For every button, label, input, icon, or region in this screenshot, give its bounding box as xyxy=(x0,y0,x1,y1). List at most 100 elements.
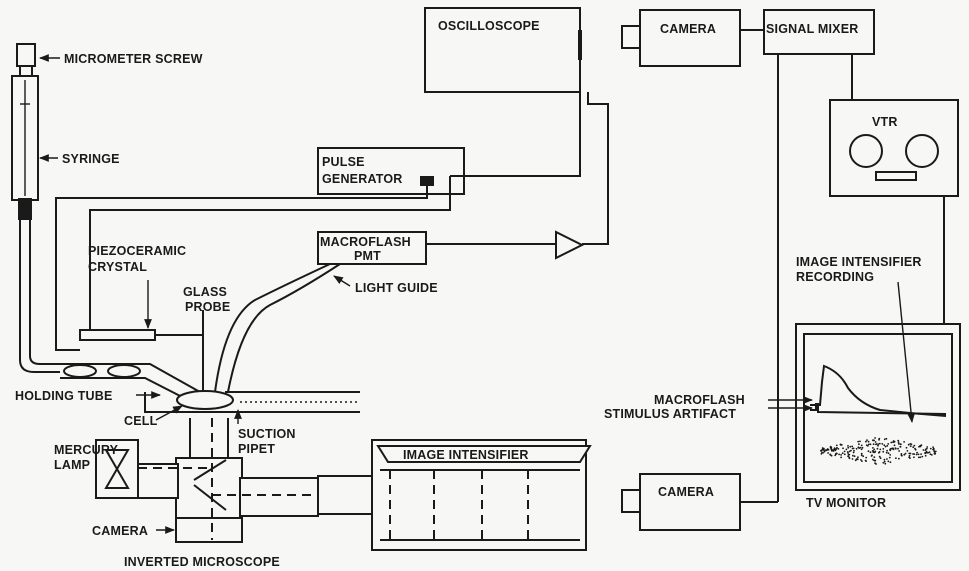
microscope-side-arm xyxy=(239,477,319,517)
speckle-dot xyxy=(820,449,822,452)
speckle-dot xyxy=(827,452,829,454)
speckle-dot xyxy=(860,448,863,451)
speckle-dot xyxy=(907,443,910,446)
speckle-dot xyxy=(917,453,920,456)
cell-label: CELL xyxy=(124,414,158,428)
stimulus-artifact-label: STIMULUS ARTIFACT xyxy=(604,407,736,421)
speckle-dot xyxy=(872,443,875,446)
speckle-dot xyxy=(888,456,891,459)
camera-bottom-label: CAMERA xyxy=(658,485,714,499)
cable-pulse-to-scope xyxy=(450,85,581,177)
speckle-dot xyxy=(852,451,855,454)
speckle-dot xyxy=(848,457,851,460)
speckle-dot xyxy=(897,441,900,443)
speckle-dot xyxy=(899,446,902,448)
speckle-dot xyxy=(841,452,844,455)
speckle-dot xyxy=(914,447,916,450)
tv-monitor-group: TV MONITOR IMAGE INTENSIFIER RECORDING M… xyxy=(604,255,961,510)
speckle-dot xyxy=(890,441,893,444)
speckle-dot xyxy=(909,445,912,448)
camera-top-label: CAMERA xyxy=(660,22,716,36)
holding-tube-lower xyxy=(60,377,189,401)
macroflash-trace xyxy=(810,364,947,417)
speckle-dot xyxy=(883,438,886,441)
image-intensifier-label: IMAGE INTENSIFIER xyxy=(403,448,529,462)
speckle-dot xyxy=(867,443,870,446)
speckle-dot xyxy=(853,455,856,458)
speckle-dot xyxy=(861,460,863,462)
glass-probe-label-1: GLASS xyxy=(183,285,227,299)
speckle-dot xyxy=(882,461,885,464)
pulse-generator-label-2: GENERATOR xyxy=(322,172,403,186)
speckle-dot xyxy=(878,442,881,445)
macroflash-pmt-box xyxy=(317,231,427,265)
speckle-dot xyxy=(916,451,918,454)
speckle-dot xyxy=(843,453,846,456)
speckle-dot xyxy=(838,453,840,456)
speckle-dot xyxy=(893,444,896,447)
speckle-dot xyxy=(918,445,920,448)
speckle-dot xyxy=(874,437,876,439)
speckle-dot xyxy=(894,447,897,450)
intensifier-input-lens xyxy=(317,475,373,515)
signal-mixer-box xyxy=(763,9,875,55)
speckle-dot xyxy=(875,463,877,465)
speckle-dot xyxy=(906,450,909,452)
pulse-connector xyxy=(420,176,434,186)
piezoceramic-crystal xyxy=(79,329,156,341)
holding-tube-lens-2 xyxy=(107,364,141,378)
speckle-dot xyxy=(835,452,838,455)
image-intensifier-group: IMAGE INTENSIFIER xyxy=(317,439,592,551)
speckle-dot xyxy=(934,452,937,455)
speckle-dot xyxy=(924,454,927,457)
inverted-microscope-group: MERCURY LAMP CAMERA INVERTED MICROSCOPE xyxy=(54,418,372,569)
speckle-dot xyxy=(872,451,875,454)
mercury-lamp-bulb xyxy=(104,449,130,489)
speckle-dot xyxy=(910,443,913,446)
speckle-dot xyxy=(857,456,859,459)
speckle-dot xyxy=(860,452,863,455)
speckle-dot xyxy=(887,452,890,455)
holding-tube-lens-1 xyxy=(63,364,97,378)
vtr-label: VTR xyxy=(872,115,898,129)
speckle-dot xyxy=(865,456,868,459)
speckle-dot xyxy=(929,453,932,456)
speckle-dot xyxy=(855,447,858,450)
speckle-dot xyxy=(919,444,922,447)
intensifier-top-bevel xyxy=(376,445,592,463)
speckle-dot xyxy=(889,461,892,464)
speckle-dot xyxy=(860,454,863,457)
speckle-dot xyxy=(822,451,824,454)
speckle-dot xyxy=(889,449,892,452)
speckle-dot xyxy=(821,447,824,449)
speckle-dot xyxy=(912,453,914,455)
speckle-dot xyxy=(874,441,877,443)
speckle-dot xyxy=(851,458,854,460)
speckle-dot xyxy=(829,453,831,456)
oscilloscope-box xyxy=(424,7,581,93)
speckle-dot xyxy=(870,455,873,457)
light-guide-label: LIGHT GUIDE xyxy=(355,281,438,295)
recording-chain: CAMERA SIGNAL MIXER VTR xyxy=(621,9,959,502)
pulse-generator-label-1: PULSE xyxy=(322,155,365,169)
speckle-dot xyxy=(843,450,846,453)
speckle-dot xyxy=(859,446,862,449)
image-intensifier-recording-label-2: RECORDING xyxy=(796,270,874,284)
speckle-dot xyxy=(897,439,900,442)
speckle-dot xyxy=(904,452,907,455)
speckle-dot xyxy=(909,452,912,455)
micrometer-screw-body xyxy=(19,65,33,77)
oscilloscope-group: OSCILLOSCOPE xyxy=(424,7,609,245)
suction-pipet-label-2: PIPET xyxy=(238,442,275,456)
image-intensifier-speckle xyxy=(820,437,937,465)
speckle-dot xyxy=(820,453,823,455)
speckle-dot xyxy=(878,438,880,441)
lamp-arm xyxy=(137,463,179,499)
speckle-dot xyxy=(835,444,838,447)
syringe-tubing-inner xyxy=(29,220,60,365)
speckle-dot xyxy=(886,444,889,447)
speckle-dot xyxy=(881,443,884,445)
chamber-floor xyxy=(144,392,360,413)
speckle-dot xyxy=(869,443,872,446)
